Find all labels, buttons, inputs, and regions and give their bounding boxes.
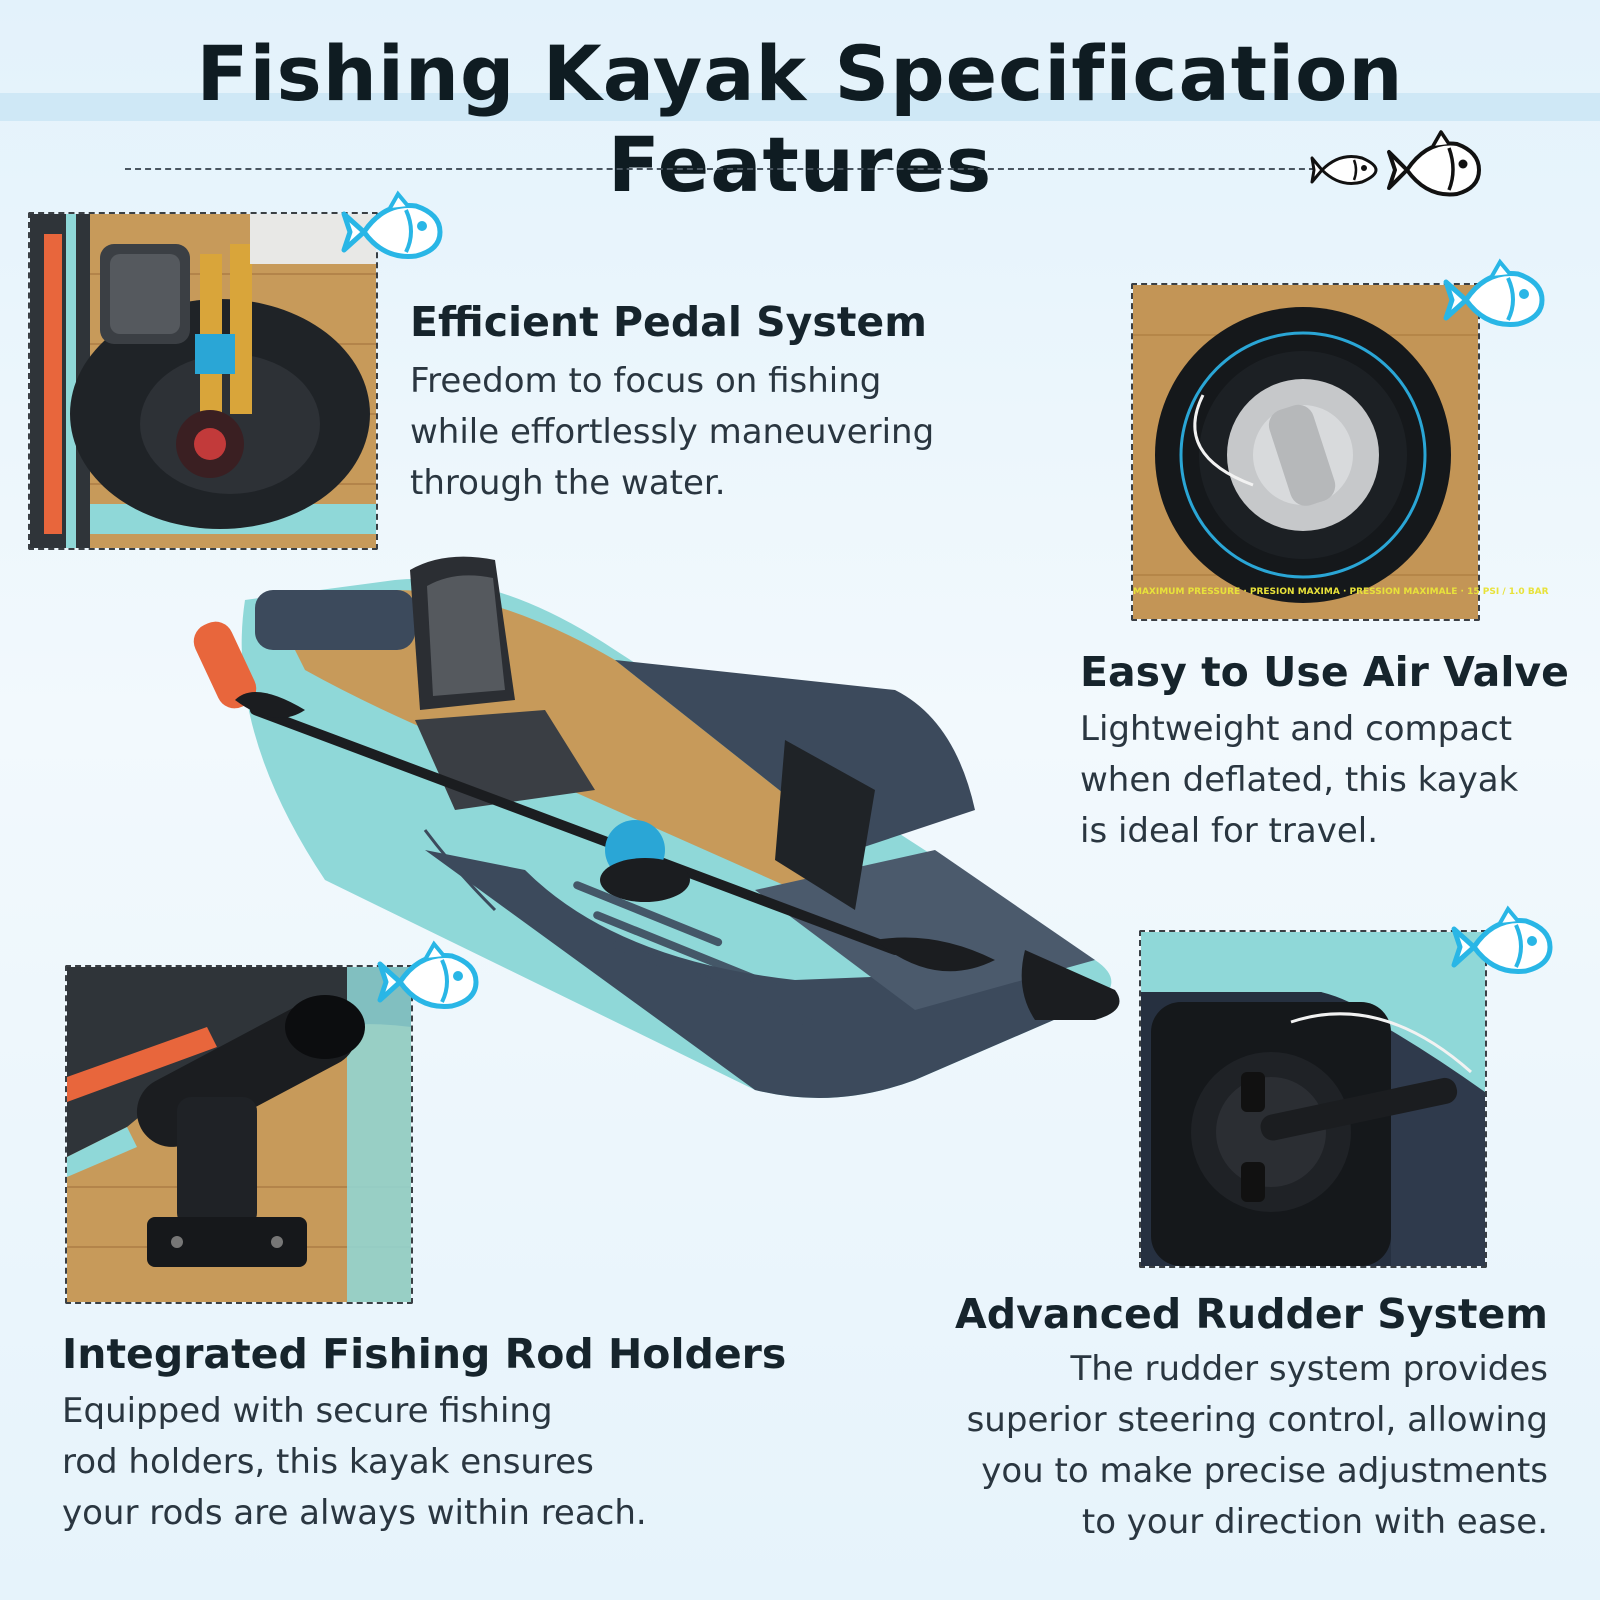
rudder-feature-title: Advanced Rudder System (955, 1290, 1548, 1338)
kayak-illustration (193, 556, 1120, 1098)
rod-description-line: rod holders, this kayak ensures (62, 1442, 594, 1482)
rudder-description-line: The rudder system provides (1070, 1349, 1548, 1389)
rudder-description-line: you to make precise adjustments (981, 1451, 1548, 1491)
pedal-feature-title: Efficient Pedal System (410, 298, 927, 346)
valve-feature-description: Lightweight and compact when deflated, t… (1080, 704, 1518, 857)
rod-fish-badge-icon (377, 940, 479, 1009)
rudder-description-line: superior steering control, allowing (966, 1400, 1548, 1440)
valve-fish-badge-icon (1443, 258, 1545, 327)
pedal-system-photo (28, 212, 378, 550)
small-fish-icon (1310, 155, 1378, 185)
pedal-description-line: Freedom to focus on fishing (410, 361, 882, 401)
pedal-fish-badge-icon (341, 190, 443, 259)
valve-feature-title: Easy to Use Air Valve (1080, 648, 1569, 696)
rod-feature-title: Integrated Fishing Rod Holders (62, 1330, 787, 1378)
page-title: Fishing Kayak Specification Features (196, 29, 1404, 210)
valve-pressure-stamp-text: MAXIMUM PRESSURE · PRESION MAXIMA · PRES… (1133, 587, 1549, 597)
rudder-fish-badge-icon (1451, 905, 1553, 974)
rod-holder-photo (65, 965, 413, 1304)
rudder-system-photo (1139, 930, 1487, 1268)
rod-feature-description: Equipped with secure fishing rod holders… (62, 1386, 647, 1539)
large-fish-icon (1387, 130, 1482, 197)
valve-description-line: is ideal for travel. (1080, 811, 1378, 851)
rod-description-line: your rods are always within reach. (62, 1493, 647, 1533)
pedal-description-line: through the water. (410, 463, 726, 503)
air-valve-photo: MAXIMUM PRESSURE · PRESION MAXIMA · PRES… (1131, 283, 1549, 621)
rod-description-line: Equipped with secure fishing (62, 1391, 553, 1431)
valve-description-line: when deflated, this kayak (1080, 760, 1519, 800)
rudder-feature-description: The rudder system provides superior stee… (880, 1344, 1548, 1548)
valve-description-line: Lightweight and compact (1080, 709, 1513, 749)
pedal-description-line: while effortlessly maneuvering (410, 412, 935, 452)
header-divider (125, 168, 1325, 170)
pedal-feature-description: Freedom to focus on fishing while effort… (410, 356, 934, 509)
title-highlight-band (0, 93, 1600, 121)
rudder-description-line: to your direction with ease. (1081, 1502, 1548, 1542)
